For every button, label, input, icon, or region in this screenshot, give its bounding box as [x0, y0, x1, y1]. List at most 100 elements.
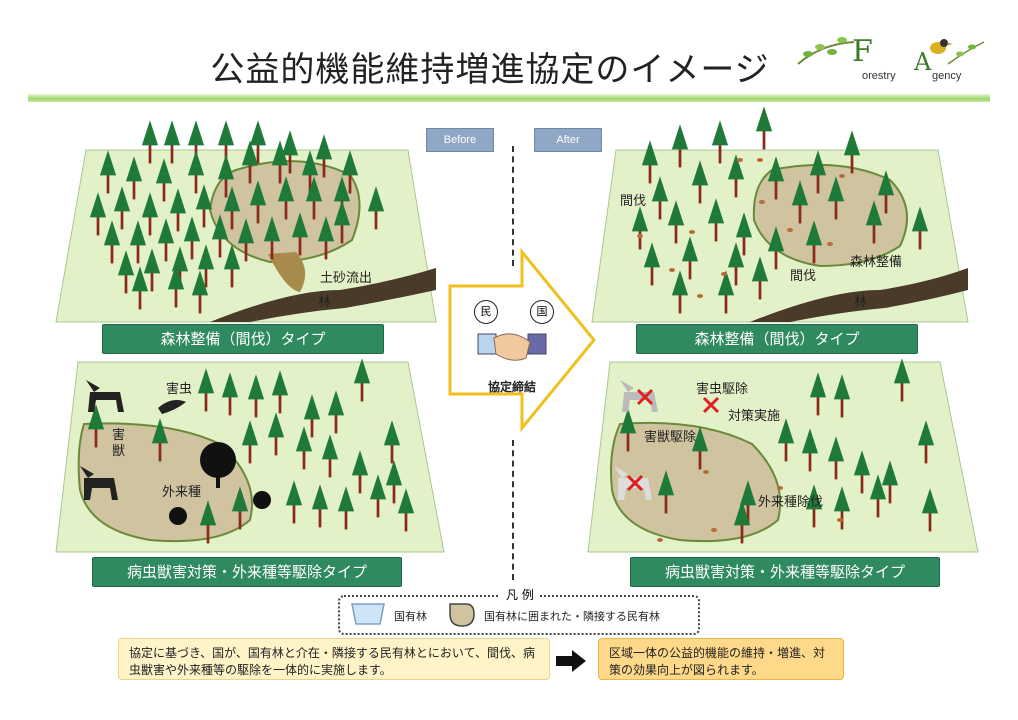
stump [637, 234, 643, 238]
tree-trunk [278, 160, 282, 184]
legend-national-swatch [351, 603, 385, 625]
tree-crown [187, 120, 205, 146]
stump [711, 528, 717, 532]
forestry-agency-logo: F orestry A gency [796, 34, 986, 84]
tree-crown [277, 176, 295, 202]
tree-crown [129, 220, 147, 246]
tree-crown [117, 250, 135, 276]
tree-crown [727, 242, 745, 268]
tree-crown [791, 180, 809, 206]
tree-trunk [648, 160, 652, 184]
tree-crown [237, 218, 255, 244]
stump [827, 242, 833, 246]
landslide-top-left [268, 252, 306, 292]
tree-crown [155, 158, 173, 184]
handshake-icon [477, 333, 547, 361]
tree-trunk [322, 154, 326, 178]
tree-trunk [230, 206, 234, 230]
tree-trunk [774, 176, 778, 200]
stump [777, 486, 783, 490]
tree-trunk [834, 196, 838, 220]
tree-trunk [190, 236, 194, 260]
tree-trunk [724, 290, 728, 314]
stump [657, 538, 663, 542]
tree-trunk [310, 414, 314, 438]
tree-crown [303, 394, 321, 420]
legend-title: 凡 例 [500, 586, 540, 603]
tree-crown [317, 216, 335, 242]
seibi-label: 森林整備 [850, 255, 903, 270]
tree-crown [125, 156, 143, 182]
tree-trunk [884, 190, 888, 214]
tree-trunk [688, 256, 692, 280]
tree-trunk [740, 520, 744, 544]
tree-crown [341, 150, 359, 176]
tree-crown [99, 150, 117, 176]
tree-crown [767, 226, 785, 252]
tree-trunk [274, 432, 278, 456]
stump [669, 268, 675, 272]
panel-label-top-right: 森林整備（間伐）タイプ [636, 324, 918, 354]
tree-trunk [312, 196, 316, 220]
tree-trunk [840, 394, 844, 418]
gairai-kujo-label: 外来種除伐 [758, 495, 824, 510]
tree-crown [281, 130, 299, 156]
tree-crown [751, 256, 769, 282]
tree-trunk [324, 236, 328, 260]
tree-crown [397, 488, 415, 514]
tree-crown [333, 176, 351, 202]
tree-crown [717, 270, 735, 296]
result-arrow-icon [556, 650, 586, 672]
invasive-trunk [216, 470, 220, 488]
tree-trunk [132, 176, 136, 200]
tree-trunk [256, 200, 260, 224]
tree-crown [383, 420, 401, 446]
tree-crown [337, 486, 355, 512]
tree-trunk [248, 160, 252, 184]
after-tag: After [534, 128, 602, 152]
tree-crown [217, 120, 235, 146]
tree-crown [267, 412, 285, 438]
tree-crown [311, 484, 329, 510]
tree-trunk [834, 456, 838, 480]
stump [759, 200, 765, 204]
tree-crown [671, 270, 689, 296]
tree-crown [221, 372, 239, 398]
tree-crown [315, 134, 333, 160]
stump [737, 158, 743, 162]
tree-trunk [626, 428, 630, 452]
tree-crown [197, 244, 215, 270]
tree-trunk [850, 150, 854, 174]
tree-trunk [374, 206, 378, 230]
tree-trunk [758, 276, 762, 300]
tree-trunk [876, 494, 880, 518]
agreement-label: 協定締結 [488, 380, 537, 394]
tree-crown [801, 428, 819, 454]
insect-icon [158, 400, 186, 414]
dosha-label: 土砂流出 [320, 271, 373, 286]
tree-crown [353, 358, 371, 384]
before-tag: Before [426, 128, 494, 152]
tree-crown [141, 120, 159, 146]
tree-trunk [698, 446, 702, 470]
stump [703, 470, 709, 474]
tree-trunk [278, 390, 282, 414]
tree-crown [327, 390, 345, 416]
tree-trunk [308, 170, 312, 194]
tree-trunk [900, 378, 904, 402]
tree-trunk [928, 508, 932, 532]
tree-trunk [224, 140, 228, 164]
tree-trunk [742, 232, 746, 256]
tree-trunk [924, 440, 928, 464]
tree-crown [643, 242, 661, 268]
invasive-tree [200, 442, 236, 478]
tree-trunk [136, 240, 140, 264]
deer-icon [80, 466, 118, 500]
tree-trunk [664, 490, 668, 514]
tree-trunk [110, 240, 114, 264]
tree-trunk [798, 200, 802, 224]
tree-crown [777, 418, 795, 444]
tree-crown [295, 426, 313, 452]
tree-trunk [816, 170, 820, 194]
tree-trunk [816, 392, 820, 416]
